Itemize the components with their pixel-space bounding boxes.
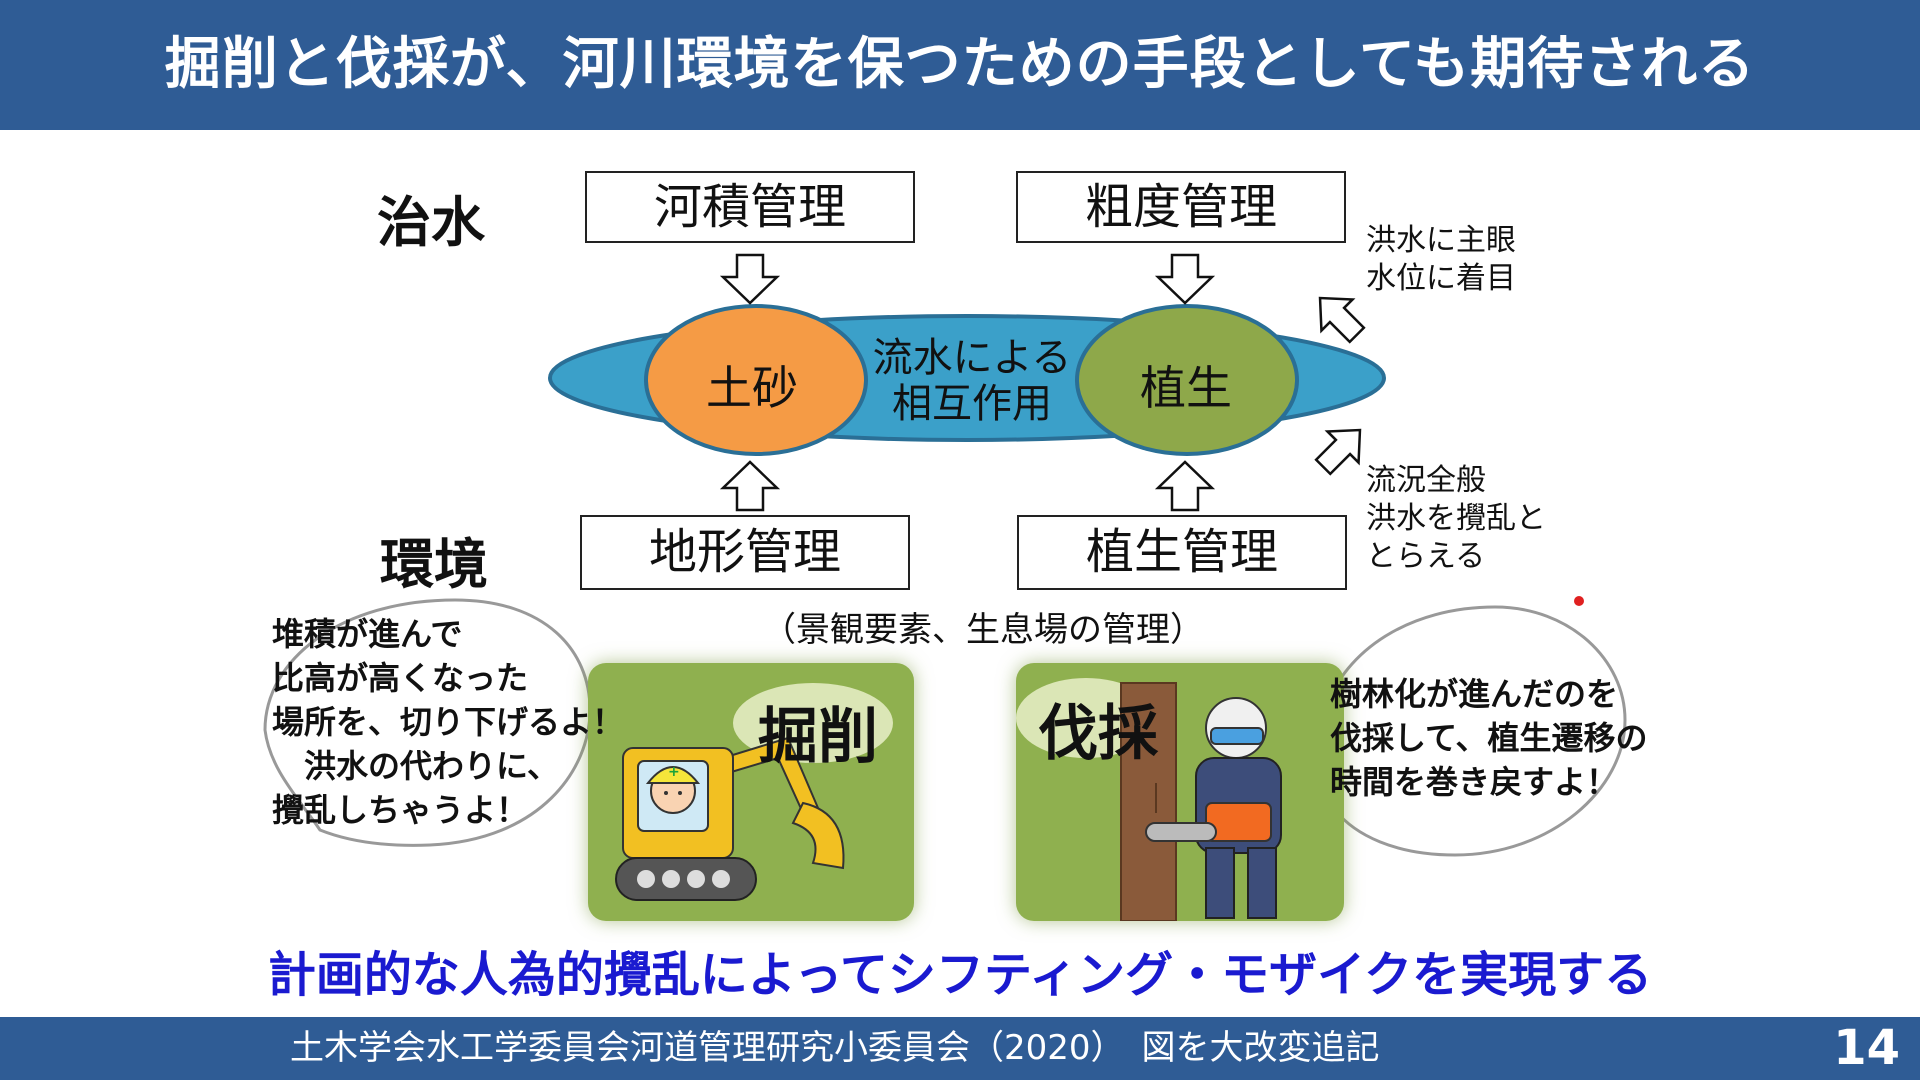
up-arrow-icon	[719, 460, 781, 512]
sediment-circle	[644, 304, 868, 456]
source-citation: 土木学会水工学委員会河道管理研究小委員会（2020） 図を大改変追記	[290, 1028, 1380, 1068]
vegetation-management-box: 植生管理	[1017, 515, 1347, 590]
vegetation-circle	[1075, 304, 1299, 456]
felling-speech-text: 樹林化が進んだのを 伐採して、植生遷移の 時間を巻き戻すよ！	[1330, 675, 1648, 801]
interaction-label-line2: 相互作用	[892, 381, 1052, 427]
slide-title: 掘削と伐採が、河川環境を保つための手段としても期待される	[164, 32, 1756, 97]
roughness-management-box: 粗度管理	[1016, 171, 1346, 243]
interaction-label: 流水による 相互作用	[872, 335, 1072, 427]
landform-management-box: 地形管理	[580, 515, 910, 590]
diagonal-arrow-down-left-icon	[1318, 296, 1366, 344]
tree-felling-card: 伐採	[1016, 663, 1344, 921]
diagonal-arrow-up-left-icon	[1314, 428, 1362, 476]
disturbance-note: 流況全般 洪水を攪乱と とらえる	[1366, 463, 1546, 574]
excavation-speech-text: 堆積が進んで 比高が高くなった 場所を、切り下げるよ！ 洪水の代わりに、 攪乱し…	[272, 615, 625, 829]
row-label-flood-control: 治水	[377, 191, 485, 254]
page-number: 14	[1833, 1020, 1900, 1076]
conclusion-message: 計画的な人為的攪乱によってシフティング・モザイクを実現する	[267, 947, 1653, 1003]
up-arrow-icon	[1154, 460, 1216, 512]
excavation-card: + 掘削	[588, 663, 914, 921]
flood-focus-note: 洪水に主眼 水位に着目	[1366, 223, 1516, 296]
chainsaw-worker-illustration	[1016, 678, 1282, 921]
channel-capacity-management-box: 河積管理	[585, 171, 915, 243]
management-note: （景観要素、生息場の管理）	[762, 610, 1204, 650]
excavation-label: 掘削	[758, 702, 878, 772]
right-speech-bubble	[1323, 605, 1627, 857]
svg-text:+: +	[668, 764, 680, 780]
tree-felling-label: 伐採	[1038, 699, 1158, 769]
sediment-label: 土砂	[706, 361, 798, 415]
laser-pointer-dot	[1574, 596, 1584, 606]
interaction-label-line1: 流水による	[872, 335, 1072, 381]
vegetation-label: 植生	[1140, 361, 1232, 415]
excavator-illustration: +	[615, 683, 893, 901]
left-speech-bubble	[263, 598, 592, 847]
title-bar	[0, 0, 1920, 130]
footer-bar	[0, 1017, 1920, 1080]
down-arrow-icon	[1154, 253, 1216, 305]
row-label-environment: 環境	[380, 533, 488, 596]
down-arrow-icon	[719, 253, 781, 305]
